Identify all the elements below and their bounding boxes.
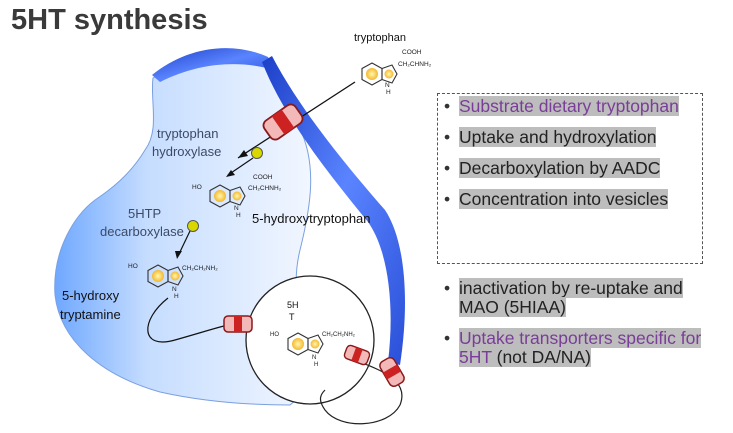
htp-n: N	[234, 205, 239, 212]
bullet-concentration: Concentration into vesicles	[442, 189, 702, 209]
hydroxy-tryptamine-label-1: 5-hydroxy	[62, 288, 120, 303]
tryptophan-h: H	[386, 89, 391, 96]
tryptophan-hydroxylase-label-2: hydroxylase	[152, 144, 221, 159]
tryptophan-molecule	[361, 62, 398, 86]
membrane-right	[262, 56, 405, 365]
v-n: N	[312, 355, 316, 361]
membrane-top	[152, 48, 275, 82]
v-h: H	[314, 362, 318, 368]
reuptake-transporter	[343, 344, 371, 366]
tryptophan-label: tryptophan	[354, 32, 406, 44]
ht-n: N	[172, 286, 177, 293]
tryptophan-sidechain: CH₂CHNH₂	[398, 61, 432, 68]
tryptophan-hydroxylase-label-1: tryptophan	[157, 126, 218, 141]
membrane-reuptake-transporter	[379, 356, 405, 388]
htp-decarboxylase-label-2: decarboxylase	[100, 224, 184, 239]
bullet-decarboxylation: Decarboxylation by AADC	[442, 158, 702, 178]
bullet-list-box: Substrate dietary tryptophan Uptake and …	[442, 96, 702, 221]
vesicle-transporter	[223, 315, 253, 333]
htp-cooh: COOH	[253, 174, 273, 181]
tryptophan-uptake-arrowhead	[238, 150, 248, 158]
bullet-inactivation: inactivation by re-uptake and MAO (5HIAA…	[442, 278, 702, 317]
tryptophan-transporter	[262, 103, 304, 141]
hydroxylase-enzyme	[251, 147, 263, 159]
hydroxylation-arrowhead	[226, 170, 235, 177]
bullet-box	[437, 93, 703, 264]
htp-h: H	[236, 212, 241, 219]
tryptophan-n: N	[385, 82, 390, 89]
bullet-list-below: inactivation by re-uptake and MAO (5HIAA…	[442, 278, 702, 379]
vesicle-loading-curve	[147, 297, 229, 343]
vesicle	[245, 275, 375, 405]
decarboxylation-arrowhead	[175, 251, 182, 259]
ht-h: H	[174, 293, 179, 300]
hydroxy-tryptamine-label-2: tryptamine	[60, 307, 121, 322]
htp-ho: HO	[192, 184, 202, 191]
hydroxytryptophan-label: 5-hydroxytryptophan	[252, 211, 371, 226]
bullet-transporters: Uptake transporters specific for 5HT (no…	[442, 328, 702, 367]
ht-sidechain: CH₂CH₂NH₂	[182, 265, 218, 272]
v-sidechain: CH₂CH₂NH₂	[322, 332, 356, 338]
vesicle-5ht-label-2: T	[289, 312, 295, 322]
slide-title: 5HT synthesis	[11, 4, 208, 36]
ht-ho: HO	[128, 263, 138, 270]
vesicle-5ht-label-1: 5H	[287, 300, 299, 310]
bullet-substrate: Substrate dietary tryptophan	[442, 96, 702, 116]
v-ho: HO	[270, 332, 279, 338]
tryptophan-cooh: COOH	[402, 49, 422, 56]
decarboxylase-enzyme	[187, 220, 199, 232]
htp-sidechain: CH₂CHNH₂	[248, 185, 282, 192]
bullet-uptake: Uptake and hydroxylation	[442, 127, 702, 147]
htp-decarboxylase-label-1: 5HTP	[128, 206, 161, 221]
